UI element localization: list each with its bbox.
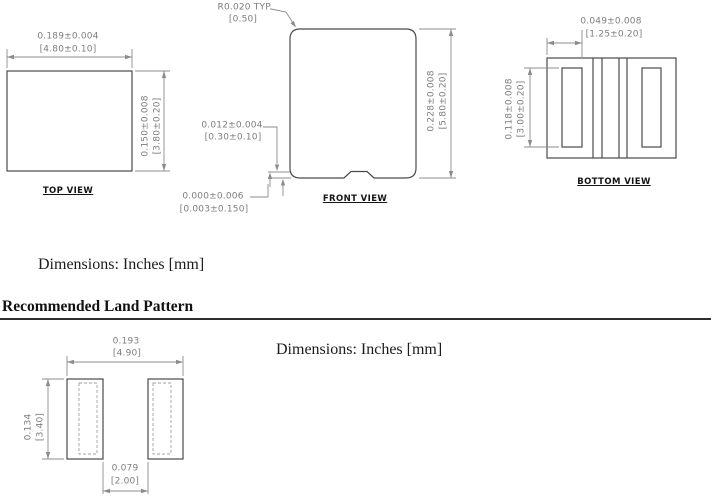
units-note-1: Dimensions: Inches [mm] [38, 256, 205, 273]
top-view-width-mm: [4.80±0.10] [39, 44, 97, 55]
top-view-outline [6, 70, 133, 172]
bottom-view-terminal-width-mm: [1.25±0.20] [585, 29, 643, 40]
front-view-lead-step-mm: [0.30±0.10] [204, 132, 262, 143]
top-view-label: TOP VIEW [42, 186, 94, 196]
bottom-view-terminal-width-inch: 0.049±0.008 [580, 16, 642, 27]
land-pattern-width-inch: 0.193 [112, 336, 140, 347]
land-pattern-gap-inch: 0.079 [111, 463, 139, 474]
land-pattern-dimension-lines [42, 356, 184, 494]
land-pattern-gap-mm: [2.00] [110, 476, 140, 487]
front-view-radius-mm: [0.50] [228, 14, 258, 25]
top-view-height-mm: [3.80±0.20] [152, 97, 162, 155]
top-view-width-inch: 0.189±0.004 [37, 31, 99, 42]
bottom-view-terminal-length-dim: 0.118±0.008 [3.00±0.20] [504, 78, 527, 139]
front-view-height-mm: [5.80±0.20] [438, 72, 448, 130]
top-view-height-dim: 0.150±0.008 [3.80±0.20] [140, 95, 163, 156]
units-note-2: Dimensions: Inches [mm] [276, 341, 443, 358]
top-view-dimension-lines [6, 49, 170, 172]
front-view-coplanarity-mm: [0.003±0.150] [179, 204, 249, 215]
front-view-lead-step-inch: 0.012±0.004 [201, 120, 263, 131]
land-pattern-pad-height-inch: 0.134 [23, 413, 34, 441]
front-view-coplanarity-inch: 0.000±0.006 [182, 191, 244, 202]
front-view-label: FRONT VIEW [322, 194, 388, 204]
bottom-view-terminal-length-mm: [3.00±0.20] [516, 80, 526, 138]
land-pattern-terminal-outlines [78, 382, 172, 455]
front-view-outline [289, 28, 417, 179]
bottom-view-label: BOTTOM VIEW [577, 177, 651, 187]
land-pattern-pad-height-dim: 0.134 [3.40] [23, 413, 46, 441]
land-pattern-width-mm: [4.90] [112, 348, 142, 359]
front-view-radius-inch: R0.020 TYP. [217, 2, 273, 13]
bottom-view-dimension-lines [524, 30, 583, 148]
front-view-dimension-lines [250, 8, 456, 198]
bottom-view-terminal-length-inch: 0.118±0.008 [504, 78, 515, 140]
section-divider [0, 318, 711, 320]
front-view-height-inch: 0.228±0.008 [426, 70, 437, 132]
front-view-height-dim: 0.228±0.008 [5.80±0.20] [426, 70, 449, 131]
land-pattern-pads [66, 378, 184, 460]
top-view-height-inch: 0.150±0.008 [140, 95, 151, 157]
land-pattern-pad-height-mm: [3.40] [35, 412, 45, 442]
land-pattern-heading: Recommended Land Pattern [2, 298, 194, 315]
bottom-view-outline [546, 57, 677, 159]
